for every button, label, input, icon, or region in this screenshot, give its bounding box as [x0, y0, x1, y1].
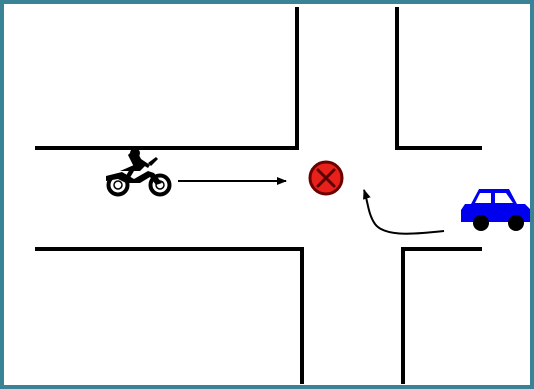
collision-x-icon — [308, 160, 344, 196]
road-edge-top-left — [35, 7, 299, 150]
road-edge-bottom-left — [35, 247, 304, 384]
road-edges — [35, 7, 482, 384]
road-edge-bottom-right — [401, 247, 482, 384]
intersection-canvas — [35, 7, 530, 384]
motorcycle-icon — [106, 148, 172, 197]
road-edge-top-right — [395, 7, 482, 150]
car-left-turn-arrow — [363, 189, 445, 235]
car-icon — [461, 189, 530, 231]
